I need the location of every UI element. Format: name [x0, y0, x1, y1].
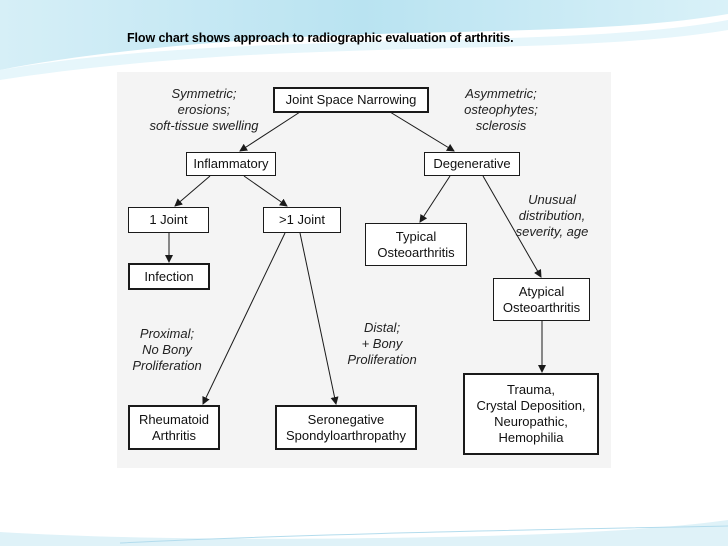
node-one-joint: 1 Joint — [128, 207, 209, 233]
edge-label-atypical-criteria: Unusual distribution, severity, age — [515, 192, 589, 239]
node-inflammatory: Inflammatory — [186, 152, 276, 176]
node-label: >1 Joint — [279, 212, 325, 227]
node-label: Trauma, Crystal Deposition, Neuropathic,… — [476, 382, 586, 445]
node-label: Infection — [144, 268, 194, 284]
edge-label-proximal: Proximal; No Bony Proliferation — [132, 326, 202, 373]
node-label: Typical Osteoarthritis — [377, 228, 455, 260]
node-typical-osteoarthritis: Typical Osteoarthritis — [365, 223, 467, 266]
node-degenerative: Degenerative — [424, 152, 520, 176]
node-label: 1 Joint — [149, 212, 188, 227]
node-label: Rheumatoid Arthritis — [138, 411, 210, 443]
header-swoosh-light — [0, 20, 728, 80]
footer-swoosh-line — [119, 525, 728, 544]
node-label: Inflammatory — [193, 156, 269, 171]
node-label: Joint Space Narrowing — [285, 92, 417, 107]
edge-label-distal: Distal; + Bony Proliferation — [347, 320, 417, 367]
node-infection: Infection — [128, 263, 210, 290]
node-rheumatoid-arthritis: Rheumatoid Arthritis — [128, 405, 220, 450]
edge-label-degenerative-criteria: Asymmetric; osteophytes; sclerosis — [464, 86, 538, 133]
node-label: Degenerative — [433, 156, 511, 171]
node-atypical-osteoarthritis: Atypical Osteoarthritis — [493, 278, 590, 321]
node-trauma-crystal-neuropathic-hemophilia: Trauma, Crystal Deposition, Neuropathic,… — [463, 373, 599, 455]
node-label: Seronegative Spondyloarthropathy — [286, 411, 406, 443]
node-more-than-one-joint: >1 Joint — [263, 207, 341, 233]
node-joint-space-narrowing: Joint Space Narrowing — [273, 87, 429, 113]
header-swoosh — [0, 0, 728, 70]
slide-caption: Flow chart shows approach to radiographi… — [127, 31, 514, 45]
node-label: Atypical Osteoarthritis — [502, 283, 581, 315]
node-seronegative-spondyloarthropathy: Seronegative Spondyloarthropathy — [275, 405, 417, 450]
edge-label-inflammatory-criteria: Symmetric; erosions; soft-tissue swellin… — [149, 86, 259, 133]
footer-swoosh — [0, 520, 728, 546]
